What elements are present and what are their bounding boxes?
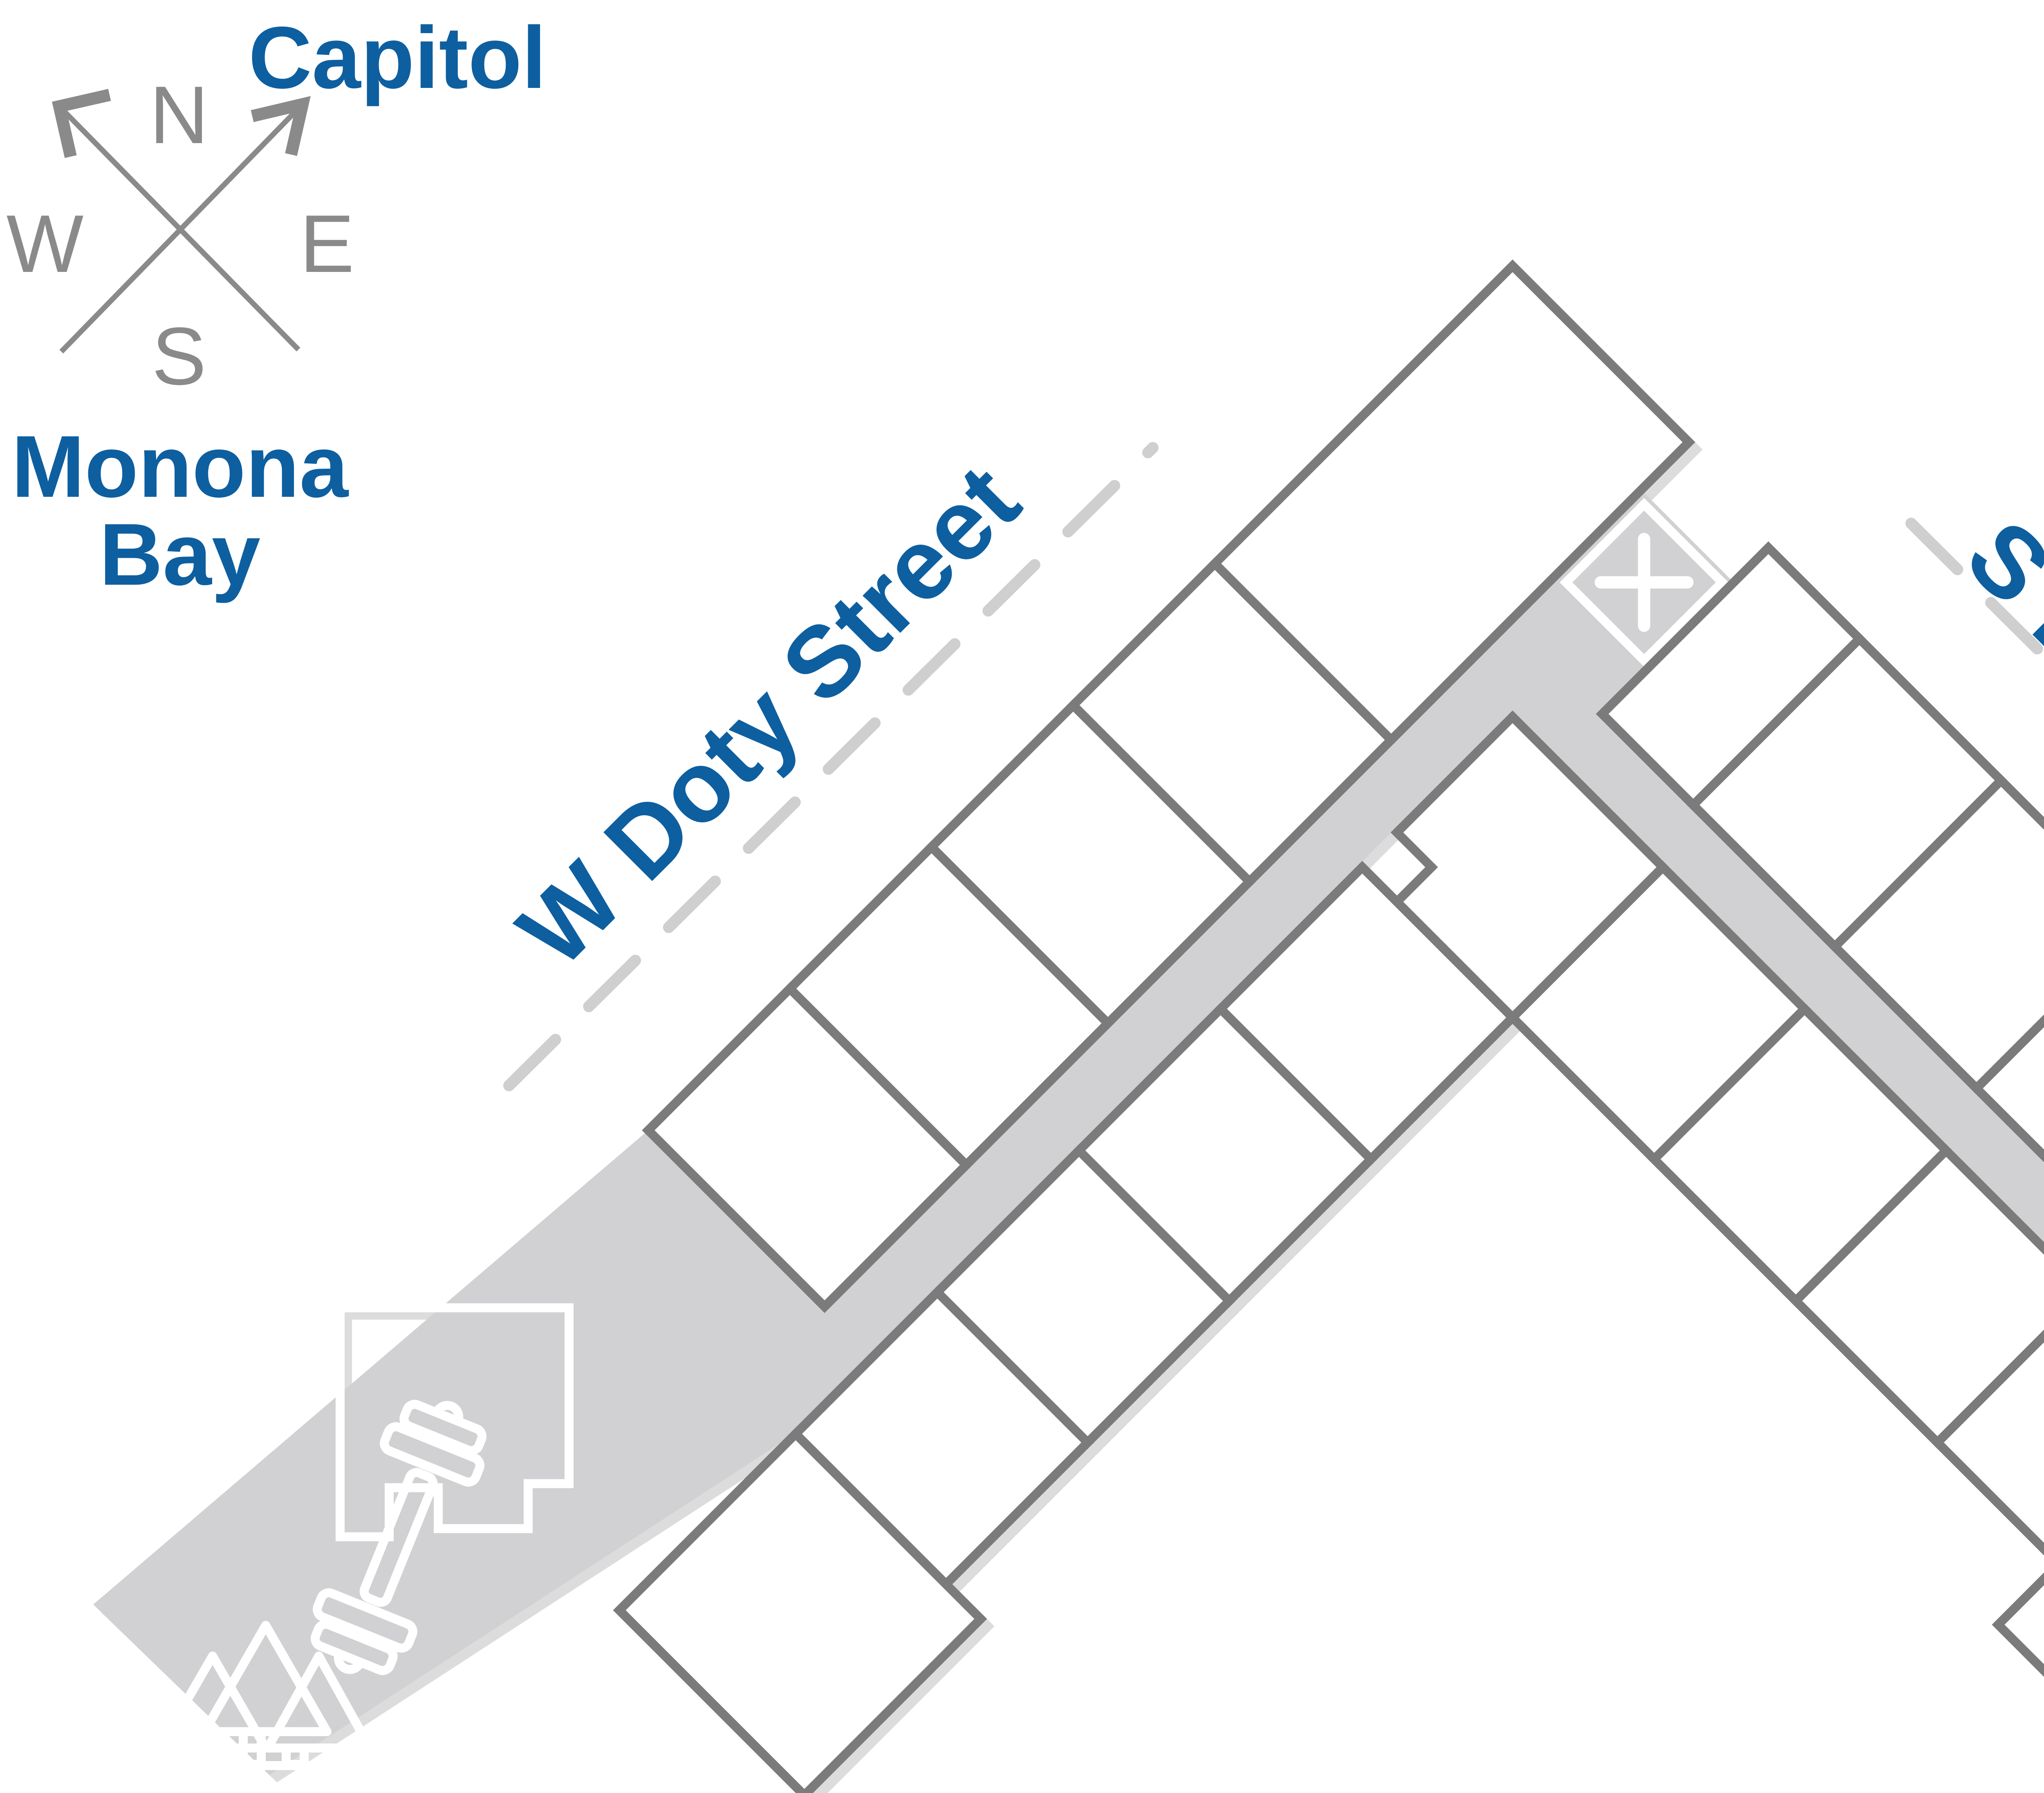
x-marker-icon[interactable] xyxy=(1560,498,1729,667)
capitol-label: Capitol xyxy=(249,8,547,107)
s-bedford-street-line xyxy=(1905,518,2044,664)
corridor-left-wing xyxy=(737,667,1513,1443)
corridor-right-wing xyxy=(1559,714,2044,1557)
compass-north-label: N xyxy=(150,70,208,161)
unit[interactable] xyxy=(613,1427,987,1793)
unit[interactable] xyxy=(642,982,973,1313)
unit[interactable] xyxy=(1931,1286,2044,1591)
amenity-area xyxy=(93,1130,871,1775)
dumbbell-icon xyxy=(311,1400,486,1675)
compass-west-label: W xyxy=(7,198,84,289)
unit[interactable] xyxy=(1828,774,2044,1095)
w-doty-street-line xyxy=(503,442,1159,1091)
compass-east-label: E xyxy=(300,198,354,289)
amenity-unit-outline xyxy=(335,1303,574,1542)
compass-icon: N W E S xyxy=(7,70,354,402)
monona-bay-label-line2: Bay xyxy=(99,505,260,604)
trees-icon xyxy=(155,1621,374,1770)
compass-south-label: S xyxy=(152,311,206,402)
monona-bay-label-line1: Monona xyxy=(11,417,349,516)
building xyxy=(93,259,2044,1793)
